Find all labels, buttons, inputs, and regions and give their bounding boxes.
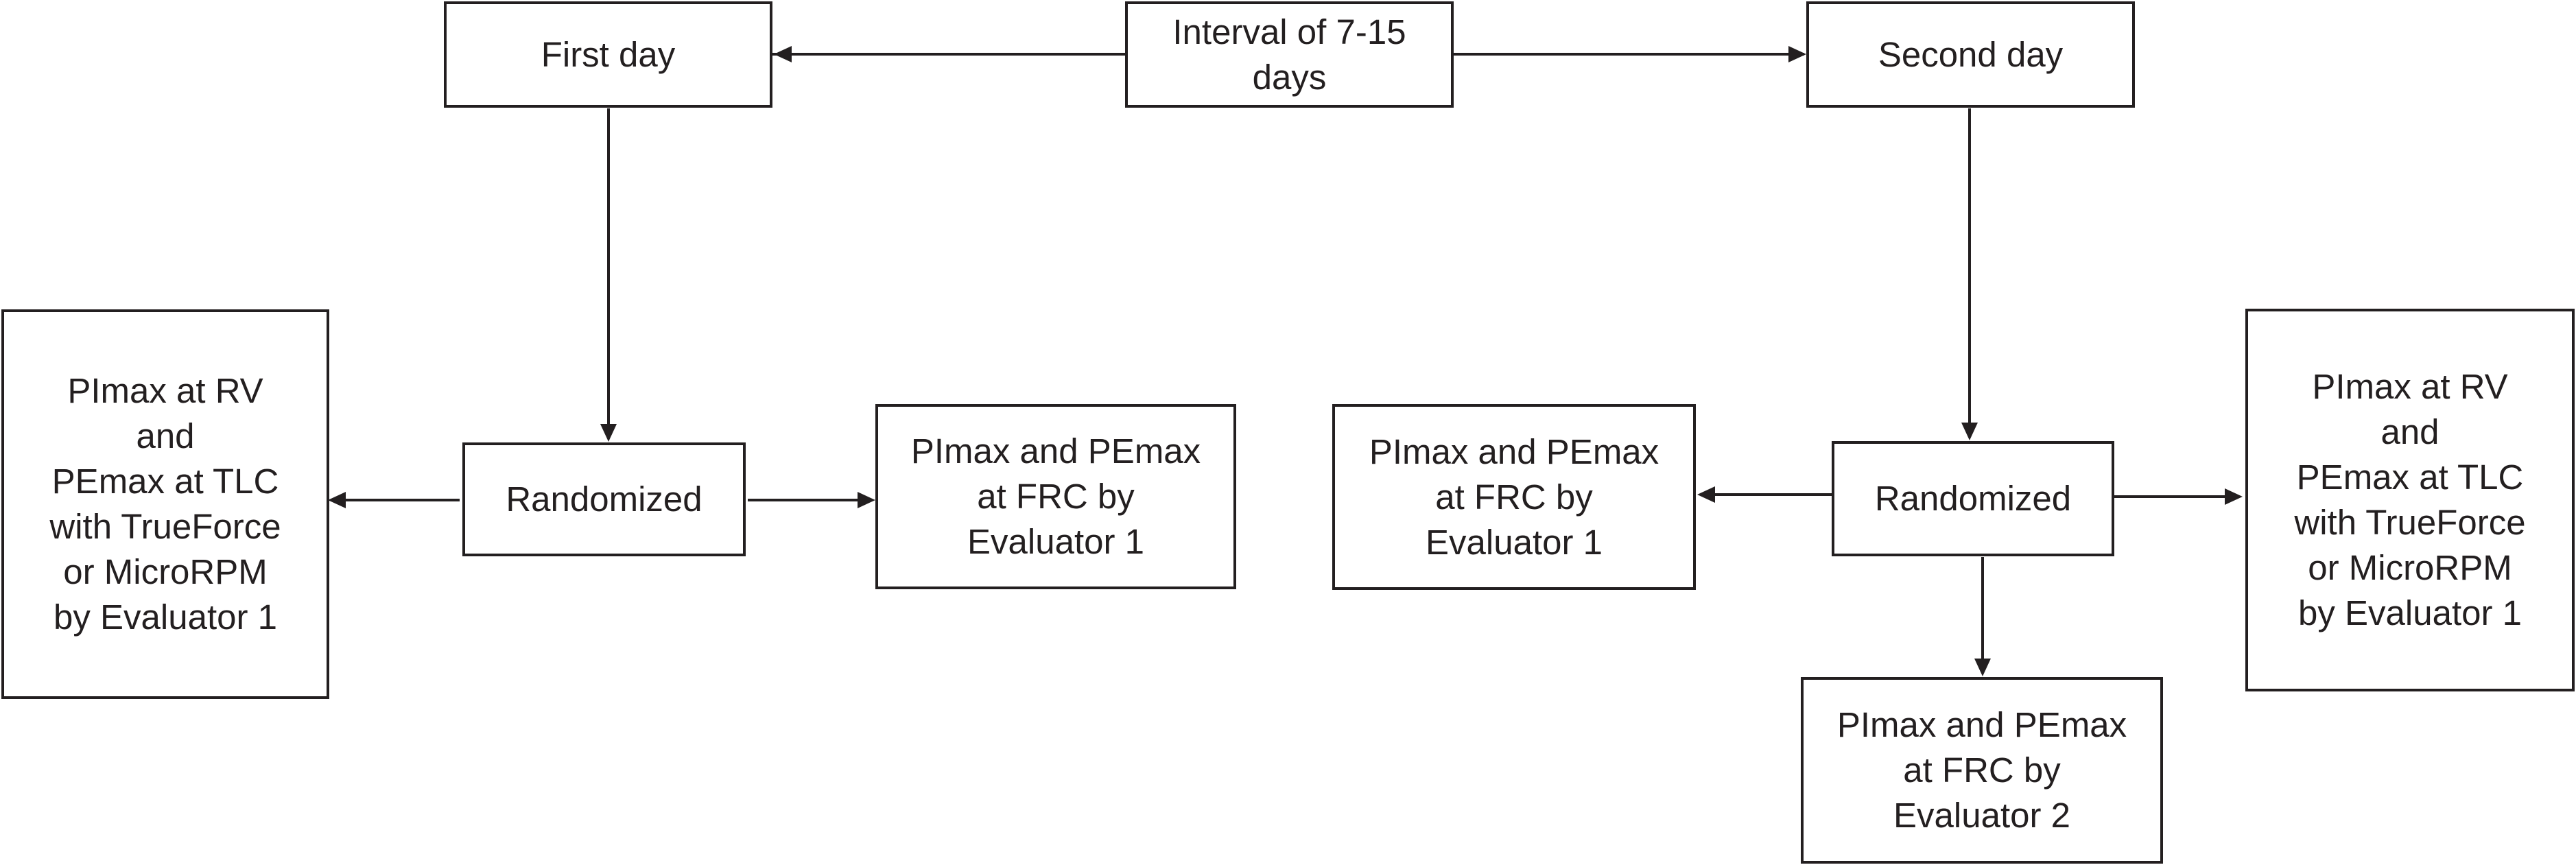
arrowhead-frc-eval2 [1974,659,1991,676]
frc-evaluator2-box: PImax and PEmax at FRC by Evaluator 2 [1801,677,2163,864]
arrowhead-pimax-right [2225,488,2243,505]
randomized-label-right: Randomized [1874,479,2072,518]
frc-evaluator2-label: PImax and PEmax at FRC by Evaluator 2 [1836,705,2127,835]
frc-evaluator1-label-right: PImax and PEmax at FRC by Evaluator 1 [1369,431,1659,562]
arrowhead-randomized-left [600,424,617,442]
interval-box: Interval of 7-15 days [1125,1,1454,108]
second-day-label: Second day [1878,34,2064,74]
arrowhead-first-day [774,46,792,62]
second-day-box: Second day [1806,1,2135,108]
randomized-box-left: Randomized [462,442,746,556]
pimax-rv-label-left: PImax at RV and PEmax at TLC with TrueFo… [49,371,281,637]
frc-evaluator1-box-left: PImax and PEmax at FRC by Evaluator 1 [875,404,1236,589]
pimax-rv-box-left: PImax at RV and PEmax at TLC with TrueFo… [1,309,329,699]
arrowhead-frc-left [858,492,875,508]
first-day-box: First day [444,1,772,108]
first-day-label: First day [541,34,676,74]
interval-label: Interval of 7-15 days [1172,12,1406,97]
arrowhead-randomized-right [1961,423,1978,440]
arrowhead-second-day [1788,46,1806,62]
randomized-label-left: Randomized [506,479,702,519]
frc-evaluator1-box-right: PImax and PEmax at FRC by Evaluator 1 [1332,404,1696,590]
randomized-box-right: Randomized [1832,441,2114,556]
arrowhead-pimax-left [328,492,346,508]
frc-evaluator1-label-left: PImax and PEmax at FRC by Evaluator 1 [910,431,1201,561]
arrowhead-frc-right [1697,486,1715,503]
pimax-rv-label-right: PImax at RV and PEmax at TLC with TrueFo… [2294,367,2526,632]
pimax-rv-box-right: PImax at RV and PEmax at TLC with TrueFo… [2245,309,2575,691]
